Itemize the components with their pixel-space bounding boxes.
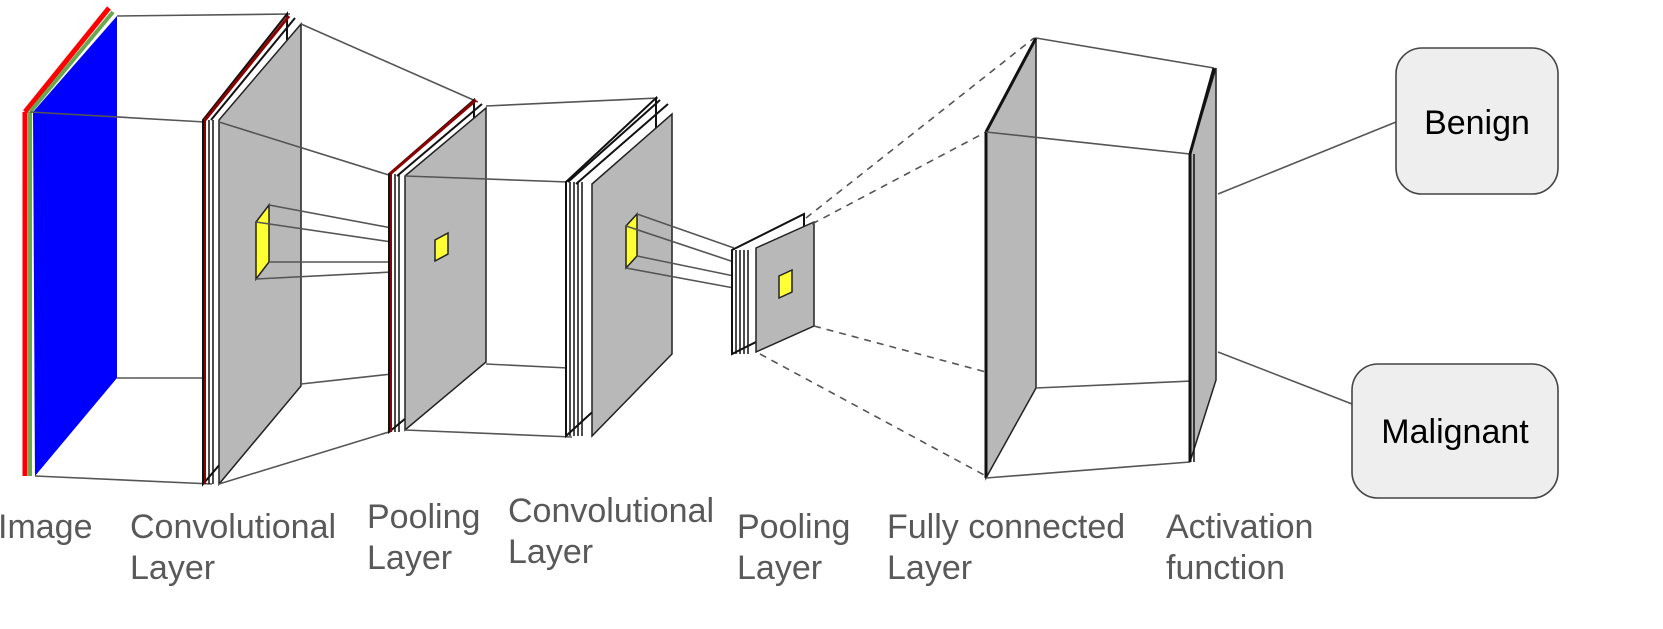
input-image-block — [22, 6, 117, 476]
benign-label: Benign — [1424, 104, 1530, 142]
fc-to-activation-connectors — [985, 37, 1215, 479]
fully-connected-layer — [984, 37, 1038, 481]
label-pool1-line2: Layer — [367, 539, 452, 577]
label-conv1-line2: Layer — [130, 549, 215, 587]
output-benign: Benign — [1395, 47, 1559, 195]
image-to-conv1-connectors — [29, 13, 291, 485]
pool1-to-conv2-connectors — [404, 97, 659, 438]
label-conv2-line1: Convolutional — [508, 492, 714, 530]
conv-layer-1 — [202, 11, 302, 487]
conv2-feature-map — [591, 112, 673, 438]
output-malignant: Malignant — [1351, 363, 1559, 499]
label-pool1-line1: Pooling — [367, 498, 480, 536]
conv-layer-2 — [565, 95, 673, 439]
label-fc-line2: Layer — [887, 549, 972, 587]
pooling-layer-2 — [731, 212, 815, 356]
malignant-label: Malignant — [1381, 413, 1529, 451]
benign-box — [1395, 47, 1559, 195]
image-edge-green-top — [28, 10, 115, 114]
pool1-feature-map — [404, 106, 487, 432]
label-pool2-line1: Pooling — [737, 508, 850, 546]
label-conv2-line2: Layer — [508, 533, 593, 571]
activation-layer — [1188, 67, 1217, 463]
label-image: Image — [0, 508, 93, 546]
pool1-kernel — [434, 231, 449, 263]
label-activation-line2: function — [1166, 549, 1285, 587]
fc-panel — [985, 37, 1037, 481]
label-conv1-line1: Convolutional — [130, 508, 336, 546]
label-activation-line1: Activation — [1166, 508, 1313, 546]
label-fc-line1: Fully connected — [887, 508, 1125, 546]
image-edge-red-top — [23, 6, 111, 114]
pool2-kernel — [778, 268, 793, 300]
activation-to-output-connectors — [1217, 121, 1397, 405]
conv2-to-pool2-connectors — [625, 213, 735, 289]
conv1-to-pool1-connectors — [218, 23, 479, 485]
image-face — [33, 16, 117, 476]
pooling-layer-1 — [388, 97, 487, 435]
malignant-box — [1351, 363, 1559, 499]
layer-labels: Image Convolutional Layer Pooling Layer … — [0, 492, 1313, 587]
label-pool2-line2: Layer — [737, 549, 822, 587]
pool2-to-fc-connectors — [759, 37, 1035, 477]
